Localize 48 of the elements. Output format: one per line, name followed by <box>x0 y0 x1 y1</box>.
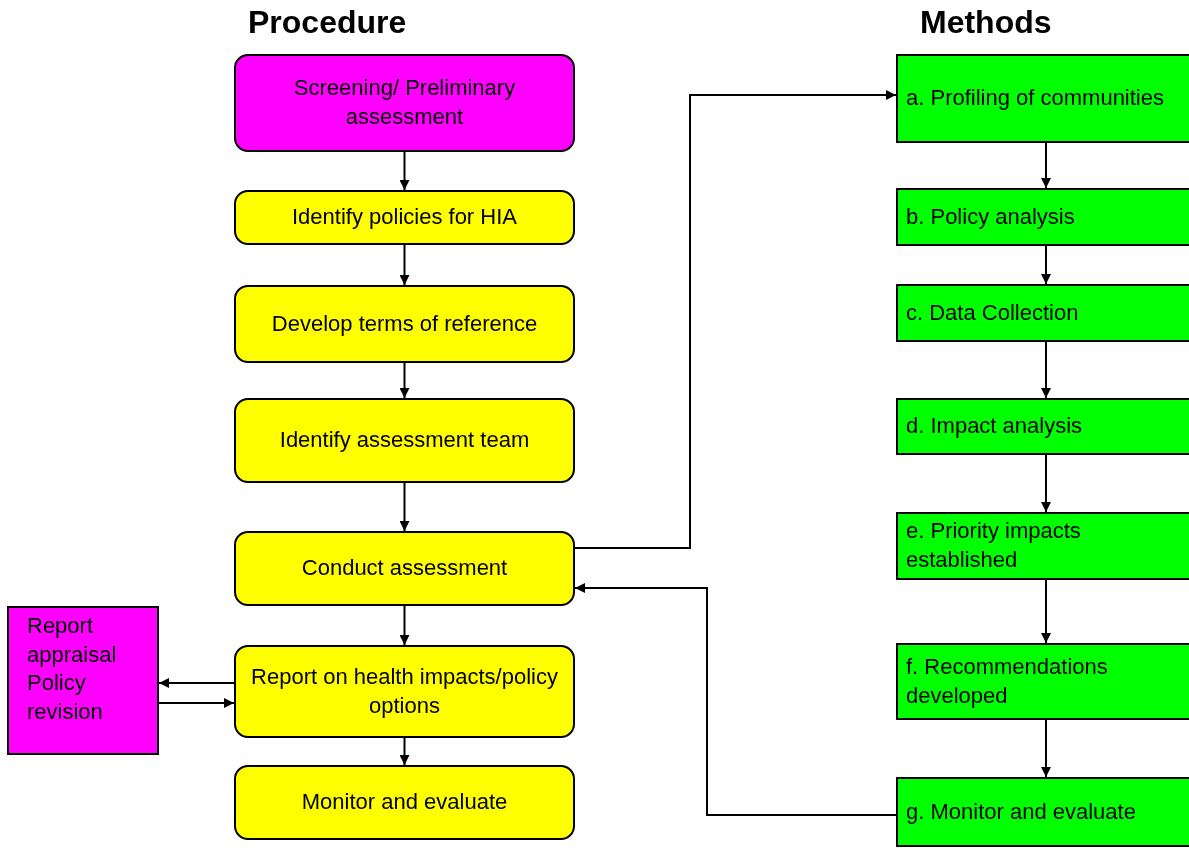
arrow <box>1041 454 1051 513</box>
box-label: Identify assessment team <box>279 426 530 455</box>
arrow <box>399 482 410 532</box>
arrow <box>158 678 235 688</box>
box-label: Develop terms of reference <box>271 309 538 338</box>
column-heading: Methods <box>920 4 1052 41</box>
column-heading: Procedure <box>248 4 407 41</box>
box-label: d. Impact analysis <box>906 412 1083 441</box>
arrow <box>574 90 897 549</box>
box-label: c. Data Collection <box>906 298 1079 327</box>
process-box <box>234 54 575 152</box>
arrow <box>399 362 410 399</box>
process-box <box>896 398 1189 455</box>
process-box <box>896 284 1189 342</box>
arrow <box>399 605 410 646</box>
process-box <box>896 512 1189 580</box>
arrow <box>1041 719 1051 778</box>
box-label: e. Priority impacts established <box>906 517 1082 574</box>
arrow <box>574 583 897 816</box>
box-label: Screening/ Preliminary assessment <box>292 74 517 131</box>
process-box <box>896 643 1189 720</box>
process-box <box>234 190 575 245</box>
box-label: b. Policy analysis <box>906 202 1075 231</box>
process-box <box>896 54 1189 143</box>
process-box <box>234 398 575 483</box>
box-label: Monitor and evaluate <box>301 788 508 817</box>
arrow <box>399 737 410 766</box>
box-label: a. Profiling of communities <box>906 84 1164 113</box>
arrow <box>158 698 235 708</box>
process-box <box>234 285 575 363</box>
arrow <box>399 151 410 191</box>
box-label: Report appraisal Policy revision <box>27 612 118 726</box>
process-box <box>234 645 575 738</box>
process-box <box>896 777 1189 847</box>
process-box <box>234 765 575 840</box>
process-box <box>896 188 1189 246</box>
arrow <box>399 244 410 286</box>
process-box <box>7 606 159 755</box>
arrow <box>1041 245 1051 285</box>
arrow <box>1041 579 1051 644</box>
arrow <box>1041 142 1051 189</box>
box-label: Conduct assessment <box>301 554 508 583</box>
box-label: Identify policies for HIA <box>292 203 517 232</box>
box-label: Report on health impacts/policy options <box>250 662 559 720</box>
box-label: f. Recommendations developed <box>906 652 1109 710</box>
box-label: g. Monitor and evaluate <box>906 797 1136 826</box>
process-box <box>234 531 575 606</box>
arrow <box>1041 341 1051 399</box>
